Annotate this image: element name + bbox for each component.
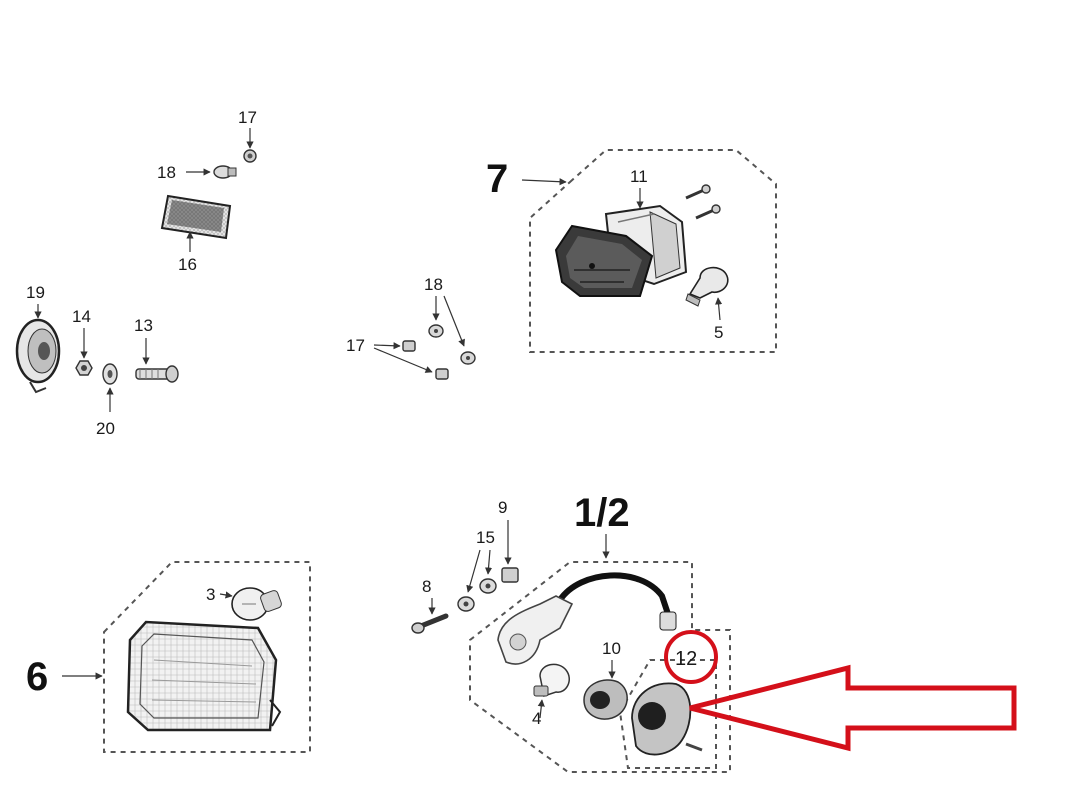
part-16-reflector (160, 194, 232, 240)
turn-signal-group: 1/2 9 15 8 (411, 491, 1017, 773)
part-17-nut (243, 149, 257, 163)
label-8: 8 (422, 577, 431, 596)
part-19-horn (15, 318, 61, 394)
part-4-bulb (533, 663, 570, 697)
taillight-dashed-boundary (529, 149, 777, 353)
label-20: 20 (96, 419, 115, 438)
label-1-2: 1/2 (574, 491, 630, 535)
part-3-bulb (231, 587, 282, 621)
part-10-lens-amber (583, 679, 628, 720)
label-10: 10 (602, 639, 621, 658)
label-19: 19 (26, 283, 45, 302)
taillight-group: 7 11 5 (486, 149, 777, 353)
label-5: 5 (714, 323, 723, 342)
horn-group: 19 14 13 20 (15, 283, 179, 438)
label-18-top: 18 (157, 163, 176, 182)
part-13-bolt (135, 365, 179, 383)
screws-center-group: 18 17 (346, 275, 476, 380)
headlight-dashed-boundary (103, 561, 311, 753)
label-11: 11 (630, 167, 648, 186)
label-6: 6 (26, 655, 48, 699)
part-7-taillight-lens (554, 224, 654, 297)
part-14-nut (75, 360, 93, 376)
label-7: 7 (486, 157, 508, 201)
label-17-top: 17 (238, 108, 257, 127)
label-13: 13 (134, 316, 153, 335)
label-3: 3 (206, 585, 215, 604)
label-15: 15 (476, 528, 495, 547)
part-11-taillight-housing (604, 204, 688, 286)
label-12: 12 (675, 648, 697, 670)
part-20-washer (102, 363, 118, 385)
reflector-group: 17 18 16 (157, 108, 257, 274)
part-17-nuts (402, 340, 449, 380)
part-18-washers (428, 324, 476, 365)
label-18-center: 18 (424, 275, 443, 294)
label-4: 4 (532, 709, 541, 728)
highlight-circle-12 (664, 630, 718, 684)
part-9-nut (501, 567, 519, 583)
turn-signal-dashed-boundary (469, 561, 731, 773)
label-17-center: 17 (346, 336, 365, 355)
part-18-screw (213, 165, 237, 179)
part-12-lens (631, 682, 703, 756)
label-9: 9 (498, 498, 507, 517)
part-8-bolt (411, 613, 449, 634)
part-turn-signal-bracket-cable (497, 572, 677, 665)
part-5-bulb (685, 266, 729, 307)
label-14: 14 (72, 307, 91, 326)
part-6-headlight (126, 620, 282, 732)
headlight-group: 6 3 (26, 561, 311, 753)
highlight-arrow (689, 664, 1017, 752)
label-16: 16 (178, 255, 197, 274)
part-taillight-screws (685, 184, 721, 220)
part-15-washers (457, 578, 497, 612)
